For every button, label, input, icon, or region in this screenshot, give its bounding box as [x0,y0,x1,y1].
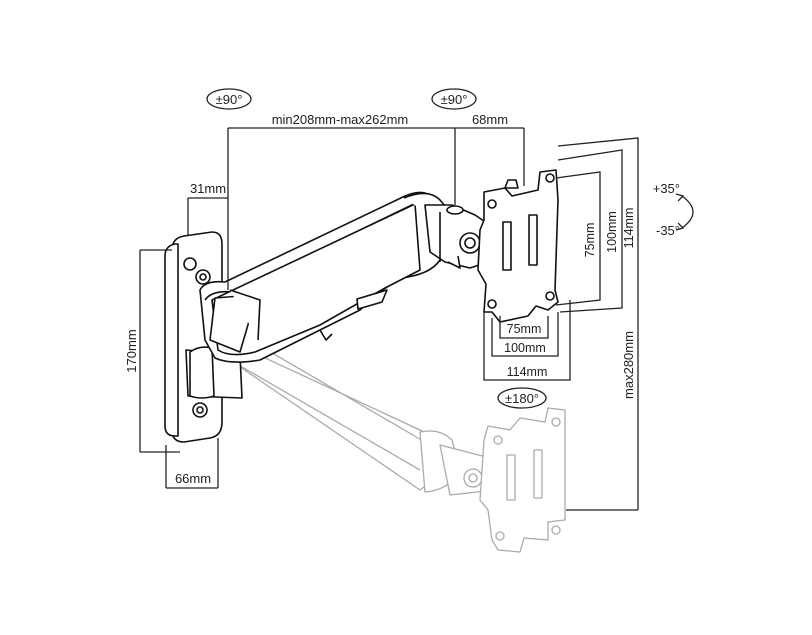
tilt-head [424,204,491,269]
vesa-horizontal-75-label: 75mm [507,322,542,336]
lowered-arm-ghost [204,329,496,496]
rotation-arrow-icon [497,387,547,409]
head-offset-label: 68mm [472,112,508,127]
rotation-indicators [206,88,547,409]
rotation-label-arm-base: ±90° [216,92,243,107]
vesa-vertical-75-label: 75mm [583,223,597,258]
height-range-label: max280mm [621,331,636,399]
plate-depth-label: 31mm [190,181,226,196]
dimension-lines [139,127,694,511]
lowered-vesa-plate-ghost [479,407,566,553]
rotation-label-arm-head: ±90° [441,92,468,107]
vesa-plate [477,169,559,323]
vesa-horizontal-114-label: 114mm [507,365,548,379]
swivel-label: ±180° [505,391,539,406]
vesa-horizontal-100-label: 100mm [504,341,546,355]
tilt-down-label: -35° [656,223,680,238]
mounting-hole-icon [183,257,197,271]
plate-height-label: 170mm [124,329,139,372]
vesa-vertical-100-label: 100mm [605,211,619,253]
gas-spring-arm [199,191,451,363]
vesa-vertical-114-label: 114mm [622,208,636,249]
rotation-arrow-icon [431,88,477,110]
plate-width-label: 66mm [175,471,211,486]
tilt-up-label: +35° [653,181,680,196]
rotation-arrow-icon [206,88,252,110]
arm-length-label: min208mm-max262mm [272,112,409,127]
